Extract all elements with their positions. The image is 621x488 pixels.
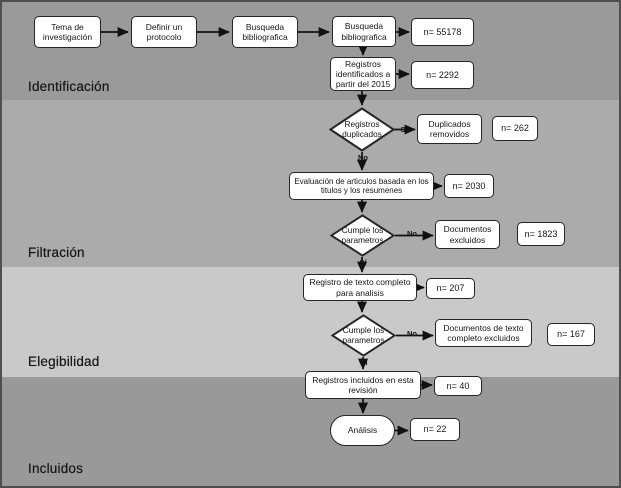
edge-label-no-2: No (407, 229, 417, 238)
node-registros-incluidos-revision: Registros incluidos en esta revisión (305, 371, 421, 399)
node-registros-2015: Registros identificados a partir del 201… (330, 57, 396, 91)
band-label-elegibilidad: Elegibilidad (28, 354, 100, 369)
node-analisis: Análisis (330, 415, 395, 446)
node-busqueda-bibliografica-2: Busqueda bibliografica (332, 16, 396, 47)
node-tema-de-investigacion: Tema de investigación (34, 16, 101, 48)
decision-label: Cumple los parametros (342, 324, 385, 345)
band-label-incluidos: Incluidos (28, 461, 84, 476)
node-evaluacion-titulos-resumenes: Evaluación de articulos basada en los ti… (289, 172, 434, 200)
decision-cumple-parametros-2: Cumple los parametros (331, 314, 396, 357)
count-texto-completo: n= 207 (426, 278, 475, 299)
edge-label-si-1: Sí (400, 125, 408, 134)
decision-label: Cumple los parametros (341, 224, 384, 245)
count-evaluacion: n= 2030 (444, 174, 494, 198)
band-label-identificacion: Identificación (28, 79, 110, 94)
decision-label: Registros duplicados (342, 118, 382, 139)
count-analisis: n= 22 (410, 418, 460, 441)
decision-cumple-parametros-1: Cumple los parametros (330, 214, 395, 257)
count-documentos-excluidos: n= 1823 (517, 222, 565, 246)
node-busqueda-bibliografica-1: Busqueda bibliografica (232, 16, 298, 48)
edge-label-si-3: Sí (360, 358, 368, 367)
count-registros-incluidos: n= 40 (434, 376, 482, 396)
node-definir-protocolo: Definir un protocolo (131, 16, 197, 48)
count-texto-completo-excluidos: n= 167 (547, 323, 595, 346)
node-duplicados-removidos: Duplicados removidos (417, 114, 482, 144)
count-busqueda: n= 55178 (411, 18, 474, 46)
count-duplicados-removidos: n= 262 (492, 116, 538, 141)
count-registros-2015: n= 2292 (411, 61, 474, 89)
band-label-filtracion: Filtración (28, 245, 85, 260)
edge-label-si-2: Sí (359, 258, 367, 267)
node-documentos-excluidos: Documentos excluidos (435, 220, 500, 249)
band-identificacion (2, 2, 619, 100)
node-texto-completo-analisis: Registro de texto completo para analisis (303, 274, 417, 301)
node-texto-completo-excluidos: Documentos de texto completo excluidos (435, 319, 532, 347)
edge-label-no-1: No (358, 153, 368, 162)
decision-registros-duplicados: Registros duplicados (329, 107, 395, 152)
edge-label-no-3: No (407, 329, 417, 338)
